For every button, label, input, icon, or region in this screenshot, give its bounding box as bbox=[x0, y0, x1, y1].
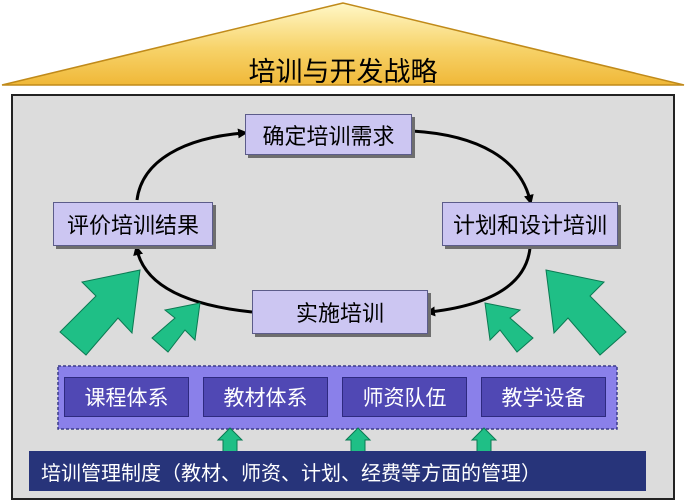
cycle-step-implement: 实施培训 bbox=[252, 290, 428, 334]
roof-title: 培训与开发战略 bbox=[248, 57, 438, 88]
support-arrow-large-right bbox=[545, 269, 627, 356]
base-up-arrow-1 bbox=[216, 427, 244, 453]
cycle-arrow-left-to-top bbox=[135, 128, 248, 201]
support-arrow-small-right bbox=[484, 302, 534, 353]
cycle-step-plan-design: 计划和设计培训 bbox=[442, 202, 618, 246]
cycle-step-evaluate: 评价培训结果 bbox=[53, 202, 213, 246]
support-arrow-large-left bbox=[59, 269, 141, 356]
base-management-system: 培训管理制度（教材、师资、计划、经费等方面的管理） bbox=[29, 451, 646, 491]
roof bbox=[1, 2, 685, 86]
cycle-step-needs: 确定培训需求 bbox=[245, 114, 412, 155]
pillar-equipment: 教学设备 bbox=[481, 377, 606, 417]
cycle-arrow-bottom-to-left bbox=[133, 245, 253, 314]
pillar-materials: 教材体系 bbox=[203, 377, 328, 417]
base-up-arrow-3 bbox=[470, 427, 498, 453]
cycle-arrow-top-to-right bbox=[411, 129, 534, 205]
base-up-arrow-2 bbox=[344, 427, 372, 453]
support-arrow-small-left bbox=[151, 302, 201, 353]
cycle-arrow-right-to-bottom bbox=[425, 247, 532, 317]
pillar-faculty: 师资队伍 bbox=[342, 377, 467, 417]
pillar-curriculum: 课程体系 bbox=[64, 377, 189, 417]
